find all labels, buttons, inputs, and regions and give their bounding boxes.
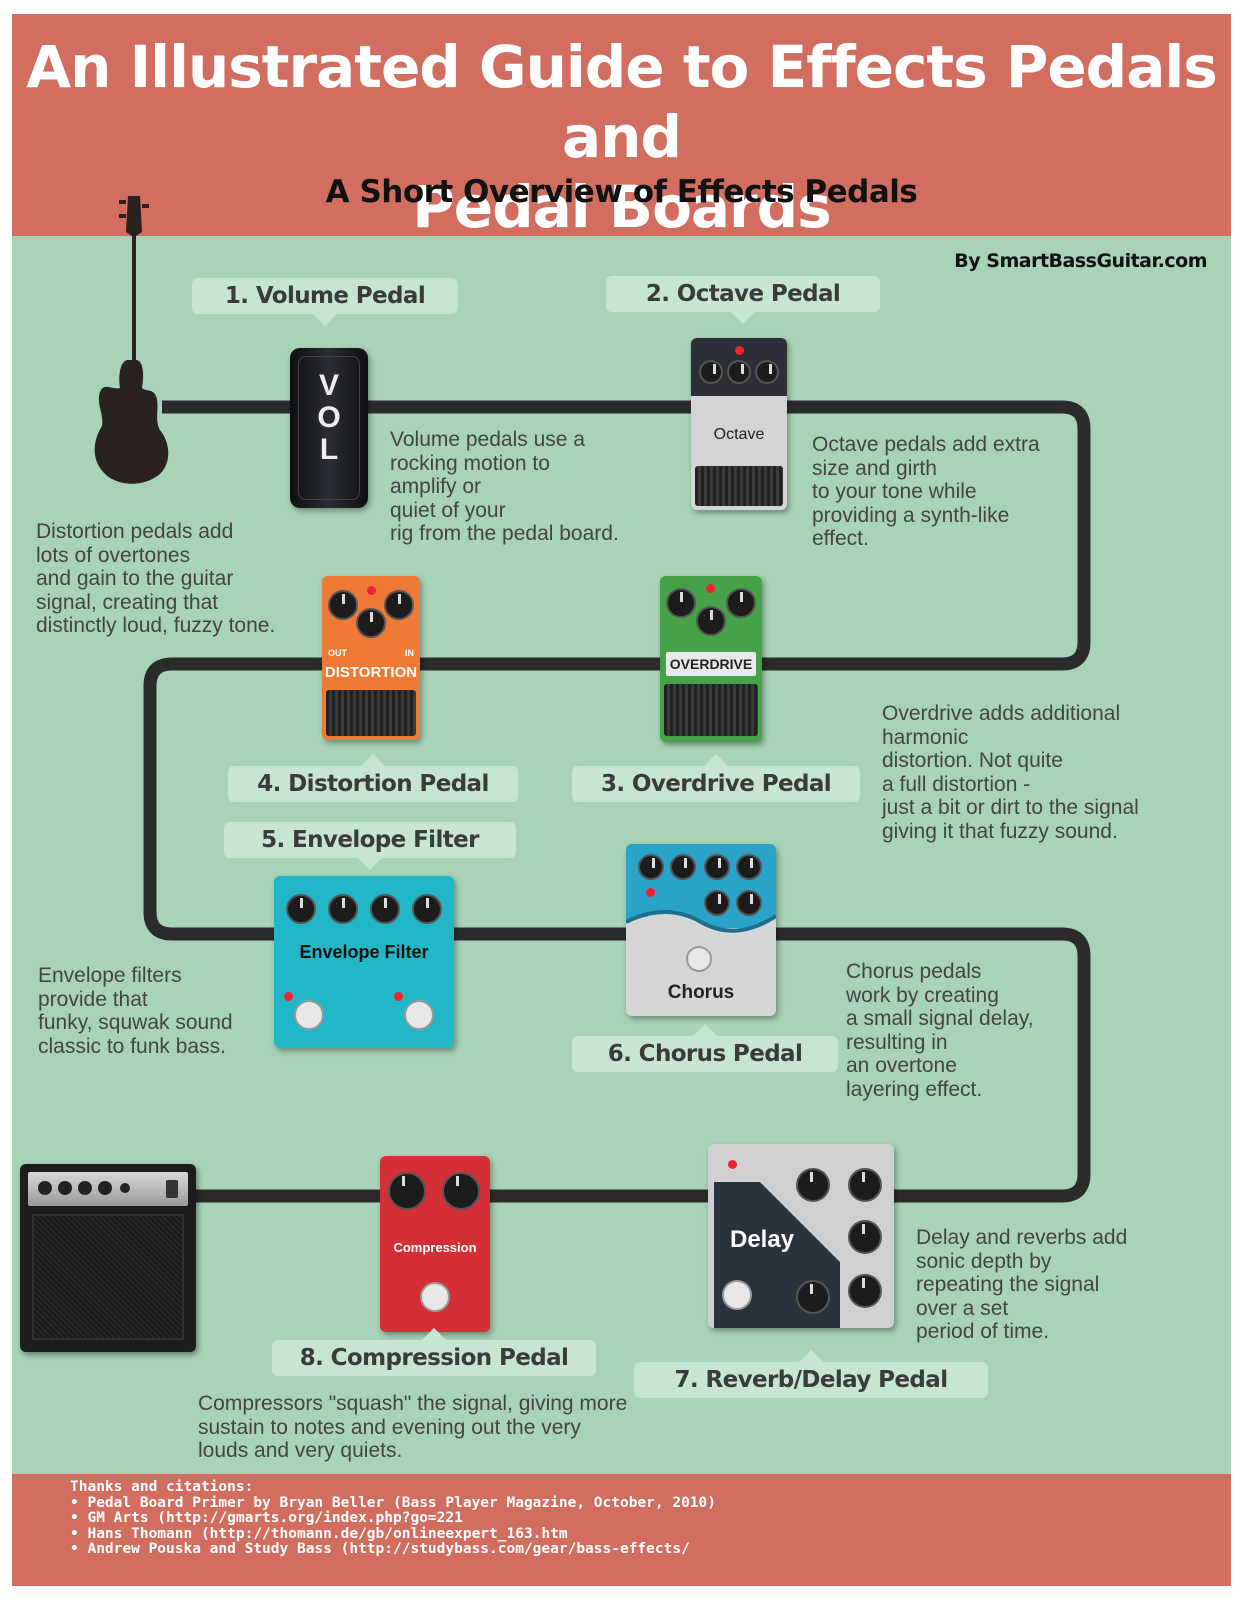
compression-pedal-description: Compressors "squash" the signal, giving … [198, 1392, 628, 1462]
delay-pedal: Delay [708, 1144, 894, 1328]
label-reverb-delay-pedal: 7. Reverb/Delay Pedal [634, 1350, 988, 1398]
octave-pedal-description: Octave pedals add extra size and girth t… [812, 433, 1040, 550]
title-line-2: Pedal Boards [412, 173, 831, 241]
label-compression-pedal: 8. Compression Pedal [272, 1328, 596, 1376]
envelope-filter-description: Envelope filters provide that funky, squ… [38, 964, 233, 1058]
label-volume-pedal: 1. Volume Pedal [192, 278, 458, 326]
citations-list: Thanks and citations: • Pedal Board Prim… [70, 1479, 717, 1558]
overdrive-pedal: OVERDRIVE [660, 576, 762, 742]
distortion-pedal: OUT IN DISTORTION [322, 576, 420, 740]
chorus-pedal-description: Chorus pedals work by creating a small s… [846, 960, 1034, 1101]
signal-cable [143, 400, 1091, 1203]
distortion-pedal-description: Distortion pedals add lots of overtones … [36, 520, 276, 637]
octave-pedal: Octave [691, 338, 787, 510]
reverb-delay-pedal-description: Delay and reverbs add sonic depth by rep… [916, 1226, 1128, 1343]
label-distortion-pedal: 4. Distortion Pedal [228, 754, 518, 802]
envelope-filter-pedal: Envelope Filter [274, 876, 454, 1048]
overdrive-pedal-face-text: OVERDRIVE [666, 652, 756, 676]
title-line-1: An Illustrated Guide to Effects Pedals a… [26, 33, 1218, 171]
citation-item: • Hans Thomann (http://thomann.de/gb/onl… [70, 1525, 568, 1542]
volume-pedal-face-text: VOL [317, 369, 341, 466]
label-overdrive-pedal: 3. Overdrive Pedal [572, 754, 860, 802]
page-title: An Illustrated Guide to Effects Pedals a… [12, 32, 1231, 242]
overdrive-pedal-description: Overdrive adds additional harmonic disto… [882, 702, 1139, 843]
distortion-out-jack: OUT [328, 648, 347, 658]
label-octave-pedal: 2. Octave Pedal [606, 276, 880, 324]
citation-item: • Andrew Pouska and Study Bass (http://s… [70, 1541, 690, 1557]
delay-pedal-face-text: Delay [730, 1226, 795, 1253]
distortion-in-jack: IN [405, 648, 414, 658]
compression-pedal: Compression [380, 1156, 490, 1332]
bass-guitar-icon [94, 196, 169, 484]
citation-item: • Pedal Board Primer by Bryan Beller (Ba… [70, 1494, 717, 1511]
label-envelope-filter: 5. Envelope Filter [224, 822, 516, 870]
distortion-pedal-face-text: DISTORTION [324, 664, 418, 681]
amp-control-panel [28, 1172, 188, 1206]
label-chorus-pedal: 6. Chorus Pedal [572, 1024, 838, 1072]
chorus-pedal-face-text: Chorus [667, 982, 735, 1003]
citations-heading: Thanks and citations: [70, 1479, 254, 1495]
infographic: An Illustrated Guide to Effects Pedals a… [12, 14, 1231, 1586]
volume-pedal: VOL [290, 348, 368, 508]
octave-pedal-face-text: Octave [713, 426, 765, 443]
amp-speaker-grille [32, 1214, 184, 1340]
citation-item: • GM Arts (http://gmarts.org/index.php?g… [70, 1510, 463, 1526]
volume-pedal-description: Volume pedals use a rocking motion to am… [390, 428, 619, 545]
header-banner: An Illustrated Guide to Effects Pedals a… [12, 14, 1231, 241]
compression-pedal-face-text: Compression [393, 1240, 477, 1255]
envelope-filter-face-text: Envelope Filter [299, 942, 429, 962]
chorus-pedal: Chorus [626, 844, 776, 1016]
byline: By SmartBassGuitar.com [954, 250, 1207, 272]
page-subtitle: A Short Overview of Effects Pedals [325, 174, 918, 210]
citations-footer: Thanks and citations: • Pedal Board Prim… [12, 1474, 1231, 1586]
bass-amp-icon [20, 1164, 196, 1352]
